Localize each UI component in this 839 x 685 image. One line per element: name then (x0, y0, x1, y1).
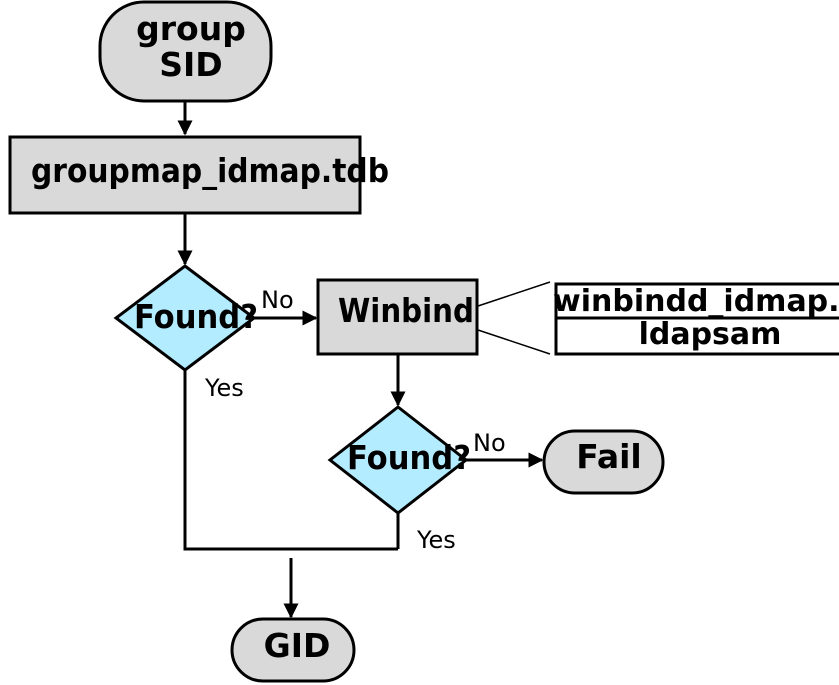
start-label-line2: SID (159, 45, 222, 84)
found1-decision: Found? No Yes (113, 264, 294, 402)
found2-decision: Found? No Yes (327, 405, 506, 554)
groupmap-process: groupmap_idmap.tdb (8, 135, 389, 215)
winbind-box (316, 278, 479, 356)
found1-label: Found? (134, 297, 258, 336)
groupmap-label: groupmap_idmap.tdb (31, 151, 389, 190)
backend-winbindd-idmap: winbindd_idmap. (553, 284, 839, 319)
backend-ldapsam: ldapsam (639, 317, 782, 352)
connectors (177, 101, 544, 619)
gid-label: GID (264, 626, 331, 665)
groupmap-box (8, 135, 362, 215)
winbind-process: Winbind (316, 278, 479, 356)
found2-label: Found? (347, 438, 471, 477)
found2-yes-label: Yes (416, 526, 456, 554)
line-found1-yes (183, 370, 398, 551)
fail-shape (542, 429, 665, 495)
gid-shape (230, 617, 356, 683)
found2-diamond (327, 405, 469, 515)
found1-no-label: No (261, 286, 294, 314)
fail-label: Fail (576, 437, 642, 476)
start-shape (98, 0, 273, 103)
callout-line-bottom (477, 329, 551, 355)
start-terminator: group SID (98, 0, 273, 103)
backends-box: winbindd_idmap. ldapsam (553, 282, 839, 356)
callout-lines (477, 281, 551, 355)
found1-diamond (113, 264, 257, 372)
gid-terminator: GID (230, 617, 356, 683)
start-label-line1: group (136, 9, 246, 48)
fail-terminator: Fail (542, 429, 665, 495)
found1-yes-label: Yes (204, 374, 244, 402)
winbind-label: Winbind (338, 291, 474, 330)
found2-no-label: No (473, 429, 506, 457)
callout-line-top (477, 281, 551, 307)
